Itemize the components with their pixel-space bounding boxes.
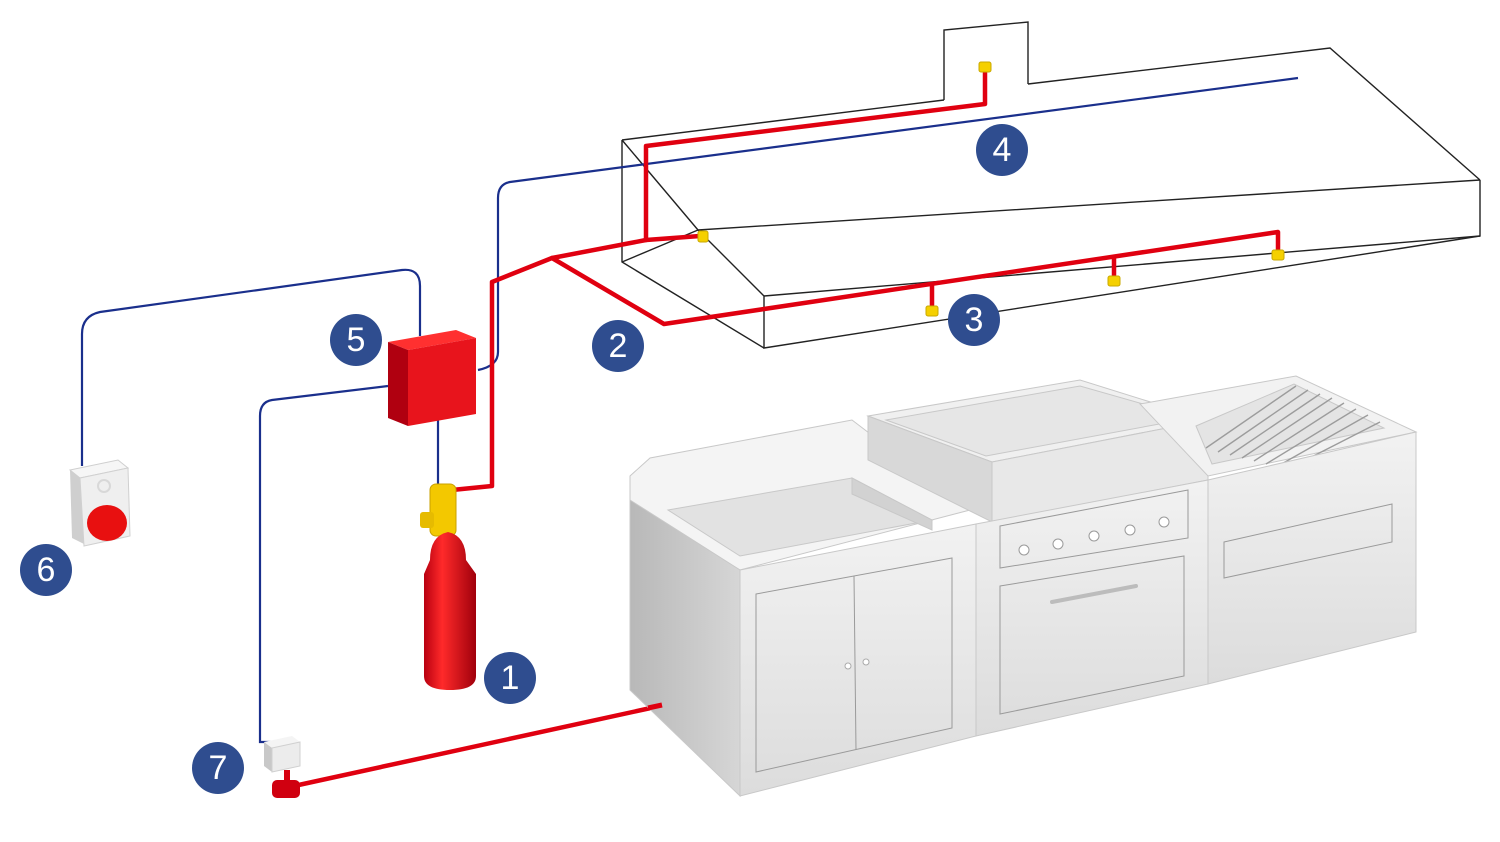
callout-badge-4: 4 [976,124,1028,176]
distribution-piping [291,67,1281,789]
callout-badge-1: 1 [484,652,536,704]
control-panel [388,330,476,426]
exhaust-hood [621,21,1481,349]
callout-badge-5: 5 [330,314,382,366]
discharge-nozzles [697,61,1285,317]
callout-badge-3: 3 [948,294,1000,346]
callout-badge-7: 7 [192,742,244,794]
callout-badge-2: 2 [592,320,644,372]
callout-badge-6: 6 [20,544,72,596]
manual-pull-station [68,459,131,547]
pipe-inlet [647,702,663,711]
gas-shutoff-valve [264,736,301,798]
charbroiler [1139,375,1418,685]
agent-cylinder [420,483,476,690]
detection-wiring [80,76,1299,744]
griddle-oven [866,379,1209,737]
cooking-line [629,375,1418,798]
